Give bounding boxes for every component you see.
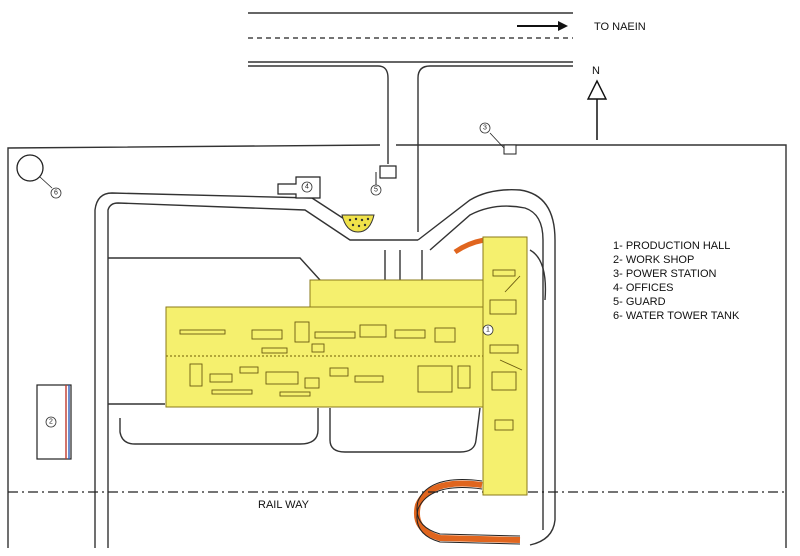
north-arrow-icon (586, 79, 608, 140)
legend-item-6: 6- WATER TOWER TANK (613, 310, 740, 322)
legend-item-3: 3- POWER STATION (613, 268, 717, 280)
access-road-entry (417, 65, 573, 232)
legend-item-1: 1- PRODUCTION HALL (613, 240, 730, 252)
rail-loop (414, 237, 521, 545)
offices-marker: 4 (305, 184, 309, 191)
production-hall: 1 (165, 236, 528, 496)
site-boundary (7, 144, 787, 548)
guard-marker: 5 (374, 187, 378, 194)
workshop-marker: 2 (49, 419, 53, 426)
legend-item-4: 4- OFFICES (613, 282, 674, 294)
water-tower-tank: 6 (16, 154, 62, 199)
railway-label: RAIL WAY (258, 499, 310, 511)
legend: 1- PRODUCTION HALL 2- WORK SHOP 3- POWER… (613, 240, 740, 322)
internal-roads (94, 189, 556, 548)
direction-label: TO NAEIN (594, 21, 646, 33)
offices-building: 4 (277, 176, 321, 199)
production-hall-marker: 1 (486, 327, 490, 334)
access-road (248, 65, 389, 164)
power-station-marker: 3 (483, 125, 487, 132)
north-label: N (592, 65, 600, 77)
guard-house: 5 (370, 165, 397, 196)
main-road (248, 12, 573, 63)
landscape-feature (341, 214, 375, 233)
production-equipment (179, 269, 523, 431)
workshop-building: 2 (36, 384, 72, 460)
water-tower-marker: 6 (54, 190, 58, 197)
power-station: 3 (479, 122, 517, 155)
legend-item-2: 2- WORK SHOP (613, 254, 694, 266)
direction-arrow-icon (517, 21, 568, 31)
legend-item-5: 5- GUARD (613, 296, 666, 308)
